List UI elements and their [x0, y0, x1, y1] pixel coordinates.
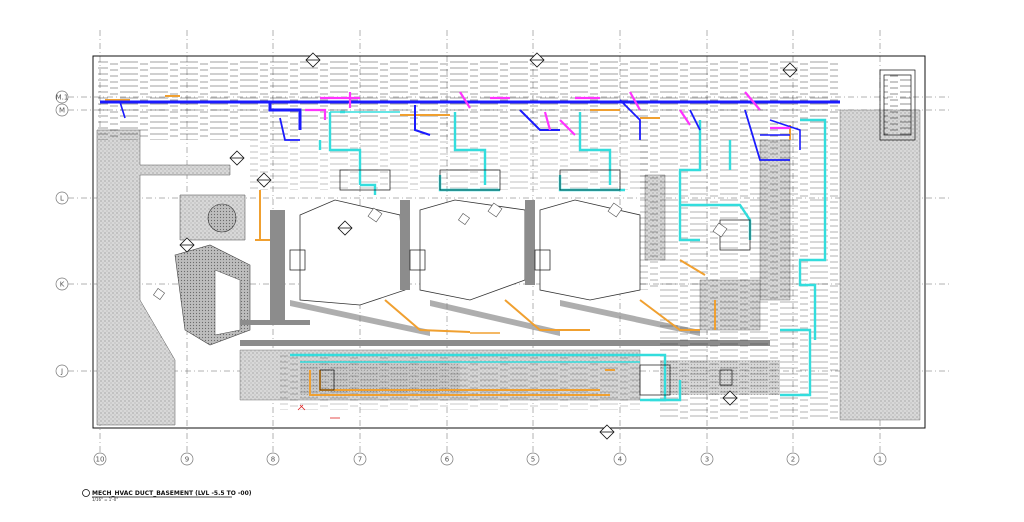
- column-label-7: 7: [358, 456, 362, 464]
- row-label-M.1: M.1: [56, 94, 69, 102]
- column-bubble-1: [873, 452, 887, 466]
- drawing-scale: 1/16" = 1'-0": [92, 497, 118, 502]
- open-courts: [299, 199, 641, 306]
- row-label-K: K: [60, 281, 65, 289]
- equipment-symbols: [289, 69, 916, 396]
- column-bubble-3: [700, 452, 714, 466]
- red-detail-marks: [297, 404, 340, 419]
- row-bubble-M.1: [55, 90, 69, 104]
- row-bubble-M: [55, 103, 69, 117]
- drawing-title-block: MECH_HVAC DUCT_BASEMENT (LVL -5.5 TO -00…: [82, 489, 252, 502]
- return-duct-runs: [290, 110, 827, 402]
- column-label-10: 10: [96, 456, 105, 464]
- column-bubble-6: [440, 452, 454, 466]
- row-grid-bubbles: M.1M L K J: [55, 90, 69, 378]
- column-bubble-10: [93, 452, 107, 466]
- row-label-M: M: [59, 107, 65, 115]
- section-markers: [179, 52, 798, 440]
- column-bubble-5: [526, 452, 540, 466]
- row-bubble-J: [55, 364, 69, 378]
- column-label-3: 3: [705, 456, 709, 464]
- column-grid-bubbles: 10 9 8 7 6 5 4 3 2 1: [93, 452, 887, 466]
- column-label-9: 9: [185, 456, 189, 464]
- column-label-8: 8: [271, 456, 275, 464]
- column-bubble-7: [353, 452, 367, 466]
- column-bubble-4: [613, 452, 627, 466]
- drawing-title: MECH_HVAC DUCT_BASEMENT (LVL -5.5 TO -00…: [92, 490, 252, 497]
- column-bubble-9: [180, 452, 194, 466]
- column-label-4: 4: [618, 456, 623, 464]
- column-label-5: 5: [531, 456, 535, 464]
- row-bubble-L: [55, 191, 69, 205]
- column-bubble-8: [266, 452, 280, 466]
- column-label-1: 1: [878, 456, 882, 464]
- diffuser-symbols: [153, 202, 728, 300]
- column-bubble-2: [786, 452, 800, 466]
- exhaust-duct-runs: [305, 91, 790, 136]
- plan-border: [92, 55, 926, 429]
- row-label-J: J: [60, 368, 63, 376]
- row-bubble-K: [55, 277, 69, 291]
- row-label-L: L: [60, 195, 64, 203]
- column-label-6: 6: [445, 456, 450, 464]
- column-label-2: 2: [791, 456, 795, 464]
- supply-duct-runs: [100, 99, 840, 161]
